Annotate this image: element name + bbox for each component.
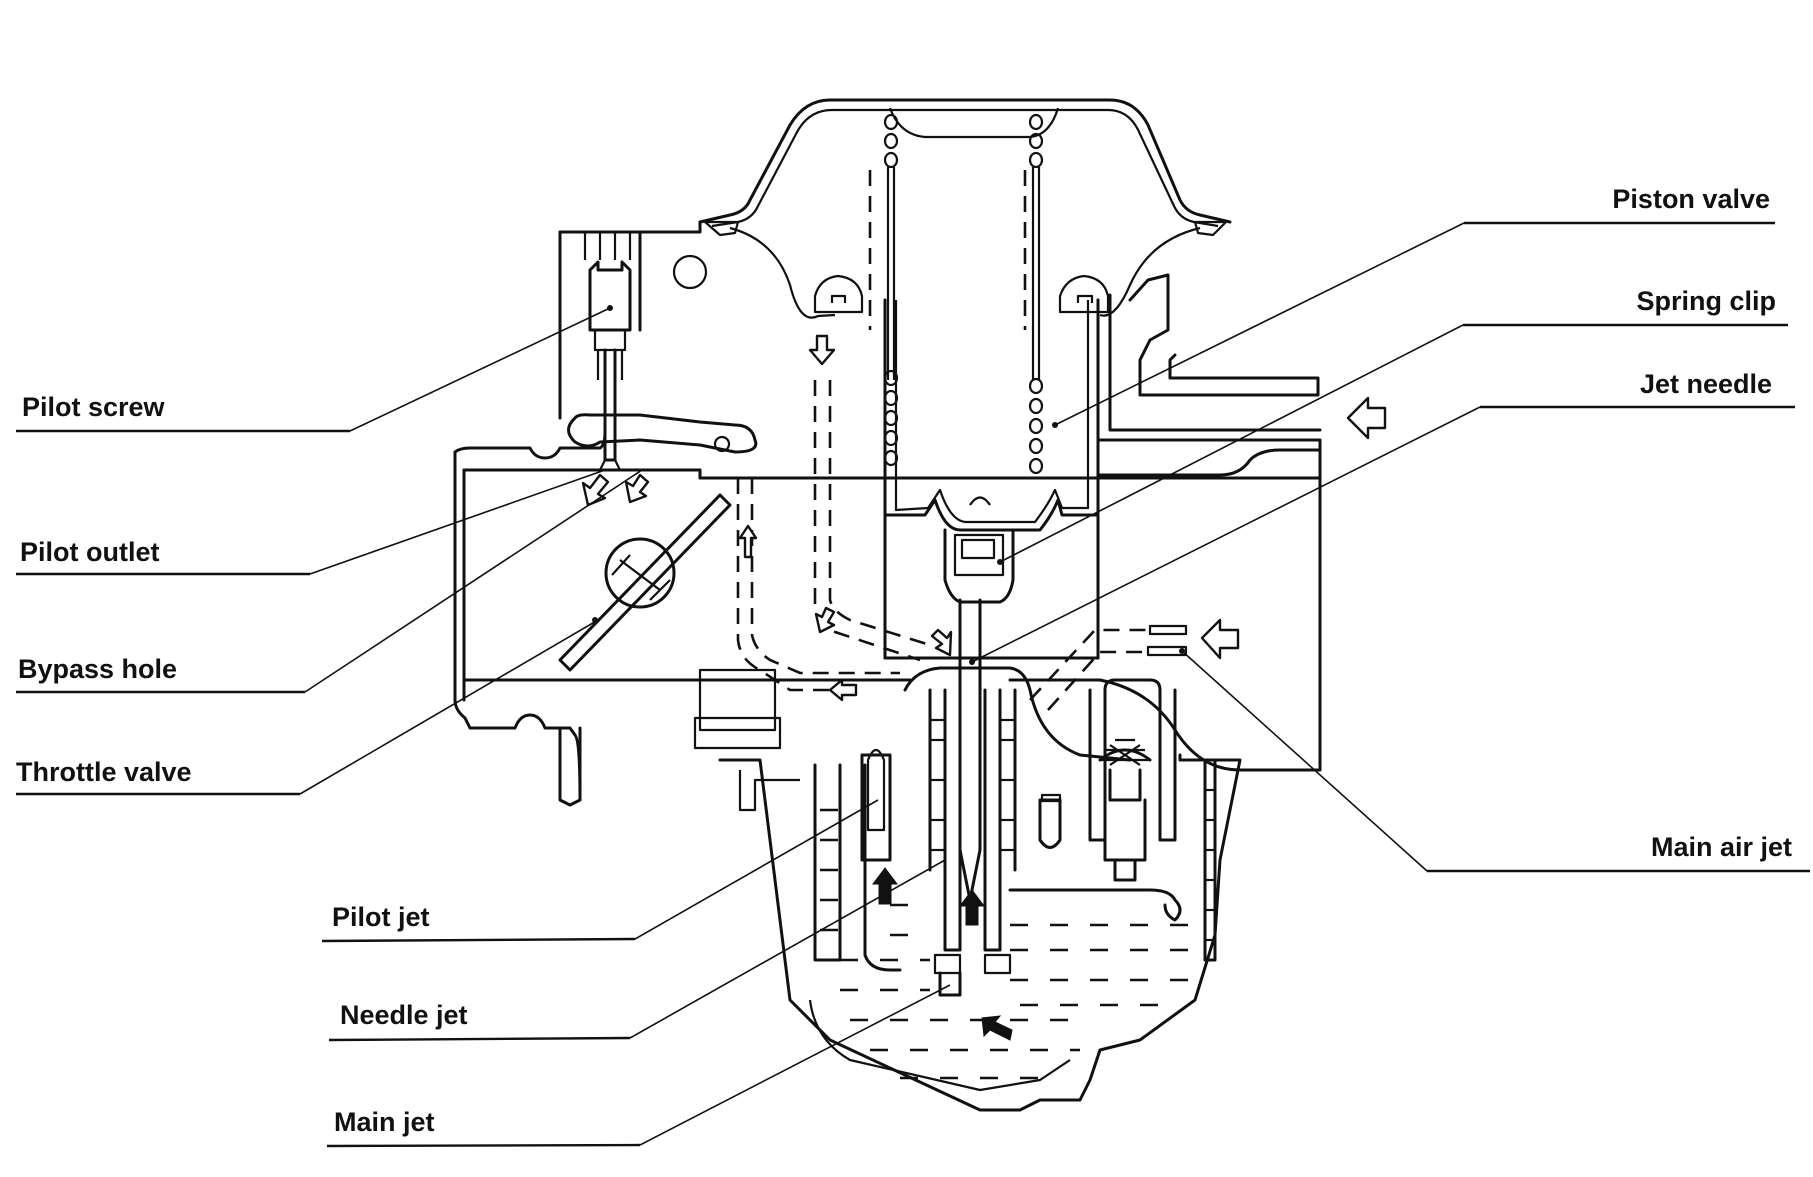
float-cup xyxy=(1038,798,1062,849)
label-throttle-valve: Throttle valve xyxy=(16,757,192,787)
diaphragm-right xyxy=(1099,226,1201,317)
top-cap-dip xyxy=(888,107,1060,139)
callout-labels: Pilot screw Pilot outlet Bypass hole Thr… xyxy=(16,184,1792,1137)
label-spring-clip: Spring clip xyxy=(1636,286,1776,316)
arrow-down-left-outline-icon xyxy=(624,473,650,504)
bore-top-left xyxy=(453,450,582,802)
arrow-down-left-outline-icon xyxy=(814,606,836,634)
seal-right xyxy=(1193,220,1228,237)
label-jet-needle: Jet needle xyxy=(1640,369,1772,399)
throttle-linkage xyxy=(567,413,758,454)
venturi-dome xyxy=(903,666,1132,762)
arrow-down-right-outline-icon xyxy=(930,628,953,657)
main-air-jet-part xyxy=(1148,624,1188,636)
float-bowl xyxy=(718,753,1242,1112)
arrow-left-outline-icon xyxy=(828,678,858,702)
arrow-left-outline-icon xyxy=(1346,396,1387,440)
leader-lines xyxy=(16,221,1810,1148)
fuel-level xyxy=(820,808,1200,1080)
left-upper-body xyxy=(558,220,702,234)
carburetor-body xyxy=(453,98,1322,1112)
flow-arrows xyxy=(581,334,1387,1041)
label-bypass-hole: Bypass hole xyxy=(18,654,177,684)
seal-left xyxy=(703,220,740,237)
label-main-air-jet: Main air jet xyxy=(1651,832,1792,862)
body-hole xyxy=(672,254,708,290)
diaphragm-left xyxy=(729,226,836,319)
float-filter-mesh xyxy=(1100,738,1150,766)
label-pilot-outlet: Pilot outlet xyxy=(20,537,159,567)
arrow-up-left-solid-icon xyxy=(981,1015,1013,1041)
label-pilot-screw: Pilot screw xyxy=(22,392,166,422)
float-arm xyxy=(1008,888,1182,922)
pilot-screw-part xyxy=(588,260,632,332)
throttle-butterfly xyxy=(558,493,732,672)
label-needle-jet: Needle jet xyxy=(340,1000,468,1030)
arrow-up-solid-icon xyxy=(959,889,985,926)
main-air-passage xyxy=(1029,628,1150,701)
rib-marks xyxy=(1205,788,1215,942)
label-piston-valve: Piston valve xyxy=(1612,184,1770,214)
label-pilot-jet: Pilot jet xyxy=(332,902,430,932)
arrow-up-solid-icon xyxy=(872,867,898,905)
air-inlet-housing xyxy=(1008,298,1322,772)
arrow-down-outline-icon xyxy=(808,334,836,366)
main-jet-part xyxy=(933,953,962,975)
arrow-up-outline-icon xyxy=(738,524,758,559)
label-main-jet: Main jet xyxy=(334,1107,435,1137)
bypass-passage xyxy=(736,478,830,692)
float-needle xyxy=(1088,678,1177,842)
top-cap-inner xyxy=(711,108,1219,228)
spring xyxy=(883,113,1044,475)
spring-clip-part xyxy=(953,533,1005,577)
retainer-left xyxy=(813,274,864,314)
top-cap-outer xyxy=(698,98,1232,224)
piston-valve-inner xyxy=(894,300,1090,524)
jet-needle-part xyxy=(958,598,982,902)
bowl-boss xyxy=(698,668,777,732)
arrow-left-outline-icon xyxy=(1200,618,1240,660)
arrow-down-left-outline-icon xyxy=(581,473,610,507)
piston-valve-body xyxy=(883,298,1100,532)
needle-jet-holes xyxy=(930,718,1015,852)
retainer-right xyxy=(1058,274,1110,314)
